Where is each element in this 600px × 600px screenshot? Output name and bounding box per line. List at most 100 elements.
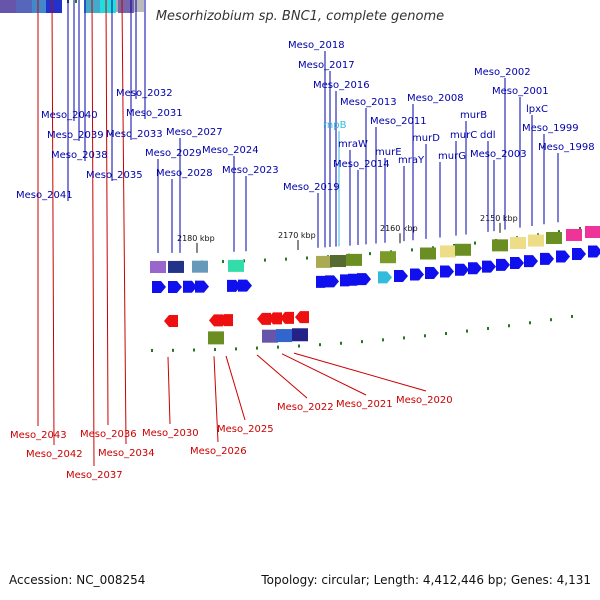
track-tick-bottom [445,332,447,336]
forward-gene [482,260,496,273]
track-tick-bottom [466,329,468,333]
track-tick-bottom [340,341,342,345]
forward-gene-label: murE [375,147,402,158]
forward-gene [540,252,554,265]
track-tick-top [411,248,413,252]
reverse-gene-label: Meso_2025 [217,424,274,435]
reverse-gene [209,314,223,327]
forward-gene [524,255,538,268]
reverse-label-leader [121,0,127,445]
map-title: Mesorhizobium sp. BNC1, complete genome [155,9,445,24]
reverse-label-leader [105,0,109,426]
forward-gene-label: murG [438,151,466,162]
forward-gene [378,271,392,284]
forward-gene-label: Meso_2019 [283,182,340,193]
track-tick-bottom [277,345,279,349]
forward-gene-label: Meso_2032 [116,88,173,99]
track-tick-bottom [298,344,300,348]
feature-block-bottom [208,331,224,345]
feature-block-bottom [100,0,116,13]
kbp-tick-label: 2180 kbp [177,234,215,243]
feature-block-bottom [292,328,308,342]
forward-gene-label: Meso_2033 [106,129,163,140]
forward-gene [440,265,454,278]
reverse-label-leader [225,355,246,421]
track-tick-top [579,226,581,230]
track-tick-top [558,230,560,234]
reverse-gene [257,312,271,325]
forward-gene-label: Meso_1999 [522,123,579,134]
reverse-gene-label: Meso_2043 [10,430,67,441]
track-tick-top [75,0,77,3]
forward-gene-label: Meso_2028 [156,168,213,179]
forward-gene-label: Meso_2018 [288,40,345,51]
track-tick-bottom [172,348,174,352]
reverse-label-leader [167,356,171,425]
forward-gene-label: Meso_2002 [474,67,531,78]
feature-block-top [346,253,362,266]
feature-block-top [316,255,332,268]
feature-block-bottom [276,329,292,343]
forward-gene [425,267,439,280]
track-tick-top [306,256,308,260]
forward-gene-label: murC [450,130,477,141]
track-tick-bottom [214,348,216,352]
feature-block-top [150,261,166,273]
forward-gene [588,245,600,258]
kbp-tick-label: 2150 kbp [480,214,518,223]
forward-gene-label: Meso_2023 [222,165,279,176]
forward-gene [556,250,570,263]
track-tick-bottom [235,347,237,351]
topology-text: Topology: circular; Length: 4,412,446 bp… [261,573,591,587]
forward-gene [572,248,586,261]
track-tick-bottom [151,348,153,352]
forward-gene-label: ddl [480,130,495,141]
feature-block-top [528,234,544,247]
feature-block-top [192,260,208,273]
reverse-gene-label: Meso_2042 [26,449,83,460]
forward-gene-label: Meso_2029 [145,148,202,159]
forward-gene [357,273,371,286]
track-tick-top [222,260,224,264]
forward-gene [410,268,424,281]
reverse-gene [219,314,233,327]
forward-gene-label: Meso_2008 [407,93,464,104]
reverse-gene-label: Meso_2021 [336,399,393,410]
feature-block-top [546,231,562,244]
reverse-gene-label: Meso_2034 [98,448,155,459]
reverse-gene-label: Meso_2022 [277,402,334,413]
reverse-gene-label: Meso_2026 [190,446,247,457]
forward-gene-label: Meso_2039 [47,130,104,141]
forward-gene-label: murB [460,110,487,121]
reverse-gene-label: Meso_2030 [142,428,199,439]
feature-block-bottom [262,329,278,343]
feature-block-bottom [118,0,134,13]
forward-gene-label: Meso_2016 [313,80,370,91]
track-tick-top [285,257,287,261]
forward-gene-label: Meso_2001 [492,86,549,97]
feature-block-bottom [16,0,32,13]
forward-gene [227,279,241,292]
forward-gene [468,262,482,275]
track-tick-bottom [319,343,321,347]
track-tick-top [369,252,371,256]
forward-gene [455,263,469,276]
forward-gene-label: Meso_2024 [202,145,259,156]
reverse-label-leader [91,0,95,467]
feature-block-top [455,243,471,256]
track-tick-top [264,258,266,262]
forward-gene-label: Meso_2027 [166,127,223,138]
forward-gene [168,280,182,293]
reverse-label-leader [51,0,55,446]
forward-gene-label: Meso_2040 [41,110,98,121]
forward-gene-label: rnpB [323,120,347,131]
reverse-gene [280,311,294,324]
reverse-gene [295,311,309,324]
track-tick-bottom [382,338,384,342]
forward-gene-label: lpxC [526,104,548,115]
forward-gene-label: Meso_2017 [298,60,355,71]
reverse-gene [268,312,282,325]
feature-block-top [510,237,526,250]
track-tick-bottom [550,318,552,322]
reverse-gene [164,314,178,327]
